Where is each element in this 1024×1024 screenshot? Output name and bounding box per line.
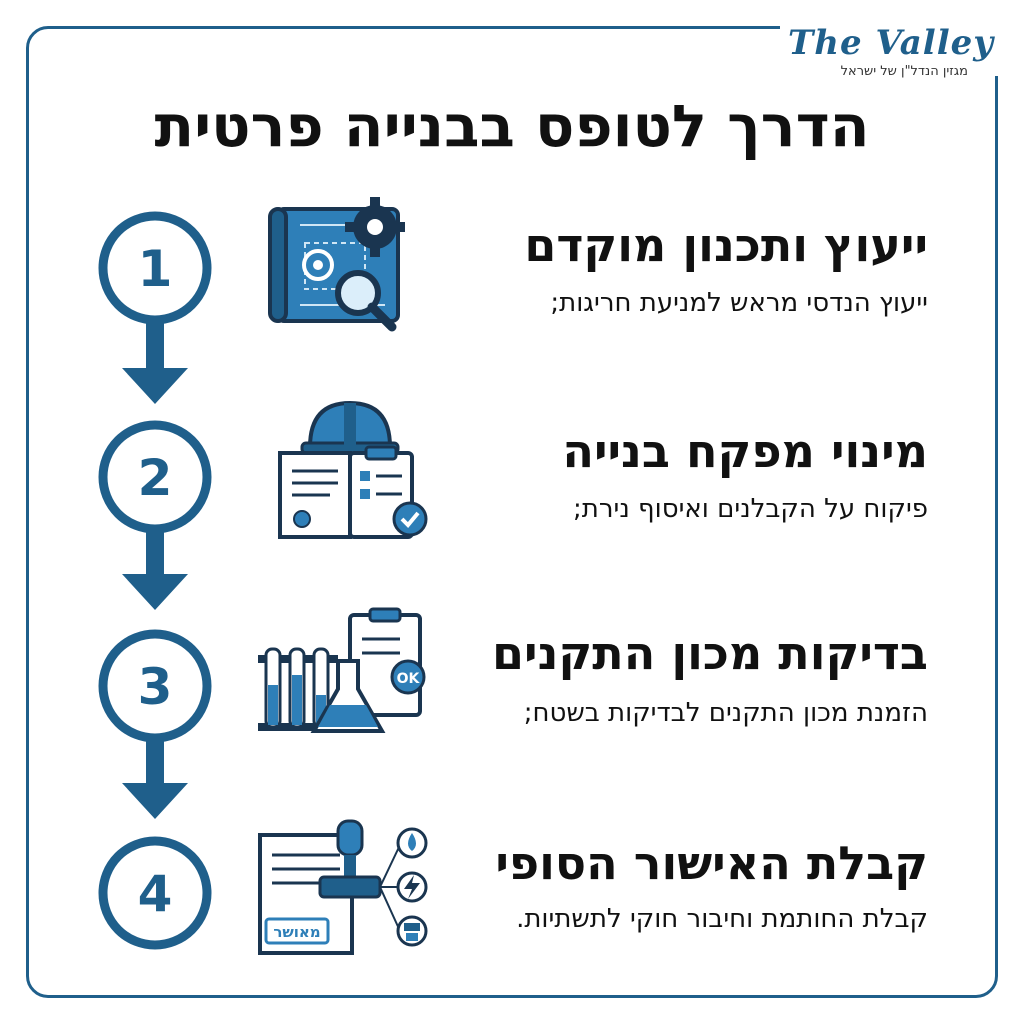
- step-description-1: ייעוץ הנדסי מראש למניעת חריגות;: [550, 288, 928, 318]
- blueprint-gear-magnifier-icon: [250, 195, 440, 345]
- step-number-2: 2: [138, 449, 173, 507]
- step-number-1: 1: [138, 240, 173, 298]
- step-title-3: בדיקות מכון התקנים: [492, 626, 928, 680]
- step-title-1: ייעוץ ותכנון מוקדם: [524, 218, 928, 272]
- frame-gap: [780, 16, 1000, 76]
- hardhat-clipboard-icon: [250, 395, 440, 545]
- card-frame: [26, 26, 998, 998]
- logo-name: The Valley: [788, 23, 994, 63]
- lab-tests-icon: OK: [250, 605, 440, 755]
- arrow-3-4: [122, 740, 188, 819]
- stamp-text: מאושר: [273, 923, 320, 941]
- step-circle-1: 1: [98, 211, 212, 325]
- arrow-1-2: [122, 322, 188, 404]
- step-number-3: 3: [138, 658, 173, 716]
- svg-text:OK: OK: [397, 671, 421, 687]
- step-title-4: קבלת האישור הסופי: [495, 836, 928, 890]
- page-title: הדרך לטופס בבנייה פרטית: [154, 92, 870, 160]
- step-circle-3: 3: [98, 629, 212, 743]
- step-description-2: פיקוח על הקבלנים ואיסוף נירת;: [572, 494, 928, 524]
- step-description-3: הזמנת מכון התקנים לבדיקות בשטח;: [523, 698, 928, 728]
- step-circle-4: 4: [98, 836, 212, 950]
- logo: The Valley מגזין הנדל"ן של ישראל: [764, 26, 994, 79]
- step-description-4: קבלת החותמת וחיבור חוקי לתשתיות.: [516, 904, 928, 934]
- logo-tagline: מגזין הנדל"ן של ישראל: [840, 64, 968, 79]
- approval-stamp-icon: מאושר: [250, 815, 440, 965]
- arrow-2-3: [122, 531, 188, 610]
- step-circle-2: 2: [98, 420, 212, 534]
- step-number-4: 4: [138, 865, 173, 923]
- step-title-2: מינוי מפקח בנייה: [562, 424, 928, 478]
